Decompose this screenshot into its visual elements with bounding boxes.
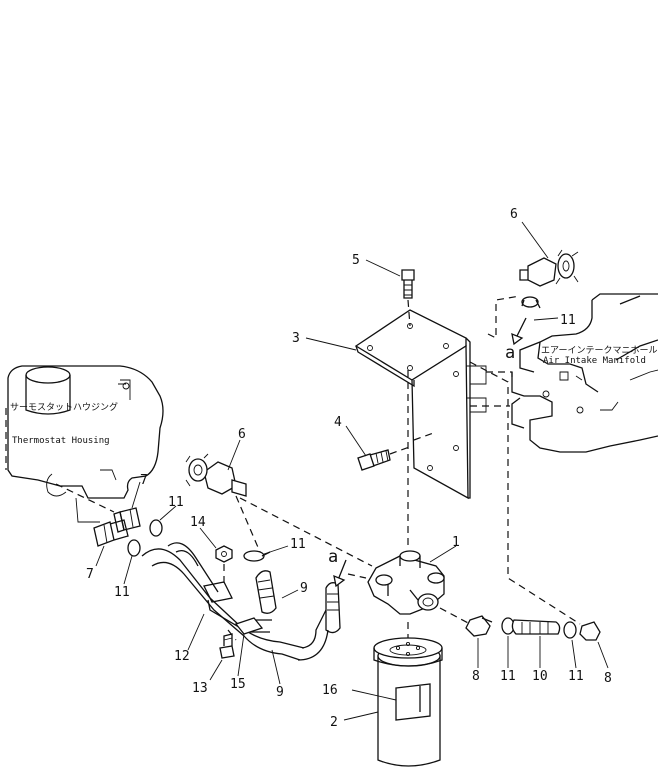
callout-16: 16 xyxy=(322,683,338,698)
route-6-to-head xyxy=(239,497,373,567)
connector-7-lower xyxy=(93,519,129,547)
bolt-13 xyxy=(219,633,235,659)
bracket xyxy=(354,309,487,500)
callout-11-upper: 11 xyxy=(560,313,576,328)
connector-8-right xyxy=(579,621,601,641)
bolt-4-axis xyxy=(389,445,413,455)
callout-11-left-lower: 11 xyxy=(114,585,130,600)
thermostat-housing: サーモスタットハウジング Thermostat Housing xyxy=(5,365,164,523)
manifold-en-label: Air Intake Manifold xyxy=(543,356,646,366)
bolt-4 xyxy=(357,449,391,471)
nut-14 xyxy=(215,545,233,563)
route-6-to-hose xyxy=(235,495,261,553)
callout-1: 1 xyxy=(452,535,460,550)
callout-8-left: 8 xyxy=(472,669,480,684)
clamp-11-right-2 xyxy=(563,621,577,639)
air-intake-manifold: エアーインテークマニホールド Air Intake Manifold xyxy=(511,293,658,453)
callout-11-right-1: 11 xyxy=(500,669,516,684)
callout-6-left: 6 xyxy=(238,427,246,442)
route-head-to-8 xyxy=(439,607,471,625)
route-hose-to-head xyxy=(347,573,367,579)
callout-2: 2 xyxy=(330,715,338,730)
callout-10: 10 xyxy=(532,669,548,684)
filter-head xyxy=(367,550,445,615)
hose-10 xyxy=(511,619,561,635)
elbow-fitting-6-upper xyxy=(519,249,579,287)
elbow-fitting-6-left xyxy=(185,453,247,497)
manifold-jp-label: エアーインテークマニホールド xyxy=(541,345,658,356)
route-6-upper xyxy=(487,295,521,339)
connector-7-upper xyxy=(113,507,141,533)
clamp-11-left-2 xyxy=(127,539,141,557)
callout-14: 14 xyxy=(190,515,206,530)
hose-9-long xyxy=(325,582,341,634)
thermostat-housing-en-label: Thermostat Housing xyxy=(12,436,110,446)
reference-arrow-upper xyxy=(511,317,527,346)
reference-a-upper: a xyxy=(505,343,515,363)
bolt-4-axis-2 xyxy=(413,431,437,441)
callout-13: 13 xyxy=(192,681,208,696)
bracket-mount-line xyxy=(486,371,513,380)
callout-15: 15 xyxy=(230,677,246,692)
connector-8-left xyxy=(465,615,493,637)
callout-11-left-upper: 11 xyxy=(168,495,184,510)
route-manifold-to-8 xyxy=(469,361,581,625)
callout-7-lower: 7 xyxy=(86,567,94,582)
callout-9-long: 9 xyxy=(276,685,284,700)
callout-9-short: 9 xyxy=(300,581,308,596)
hose-9-short xyxy=(255,570,277,614)
route-thermostat-7 xyxy=(55,483,115,513)
clamp-11-upper xyxy=(521,296,541,309)
reference-a-lower: a xyxy=(328,547,338,567)
tube-12 xyxy=(141,542,329,661)
reference-arrow-lower xyxy=(333,559,347,588)
clamp-11-left-1 xyxy=(149,519,163,537)
callout-labels: 5 3 4 6 11 6 7 11 7 11 1 11 9 14 12 13 1… xyxy=(86,207,612,730)
clamp-11-left-mid xyxy=(243,550,271,562)
bolt-13-axis xyxy=(227,629,237,641)
callout-4: 4 xyxy=(334,415,342,430)
filter-label-16 xyxy=(395,683,431,721)
clip-15 xyxy=(203,581,264,635)
bolt-5-axis xyxy=(407,299,411,327)
callout-5: 5 xyxy=(352,253,360,268)
callout-11-right-2: 11 xyxy=(568,669,584,684)
callout-12: 12 xyxy=(174,649,190,664)
leader-lines xyxy=(95,221,609,721)
thermostat-housing-jp-label: サーモスタットハウジング xyxy=(10,401,118,413)
callout-7-upper: 7 xyxy=(140,473,148,488)
callout-3: 3 xyxy=(292,331,300,346)
callout-8-right: 8 xyxy=(604,671,612,686)
callout-6-upper: 6 xyxy=(510,207,518,222)
callout-11-mid: 11 xyxy=(290,537,306,552)
bolt-5 xyxy=(401,269,415,299)
